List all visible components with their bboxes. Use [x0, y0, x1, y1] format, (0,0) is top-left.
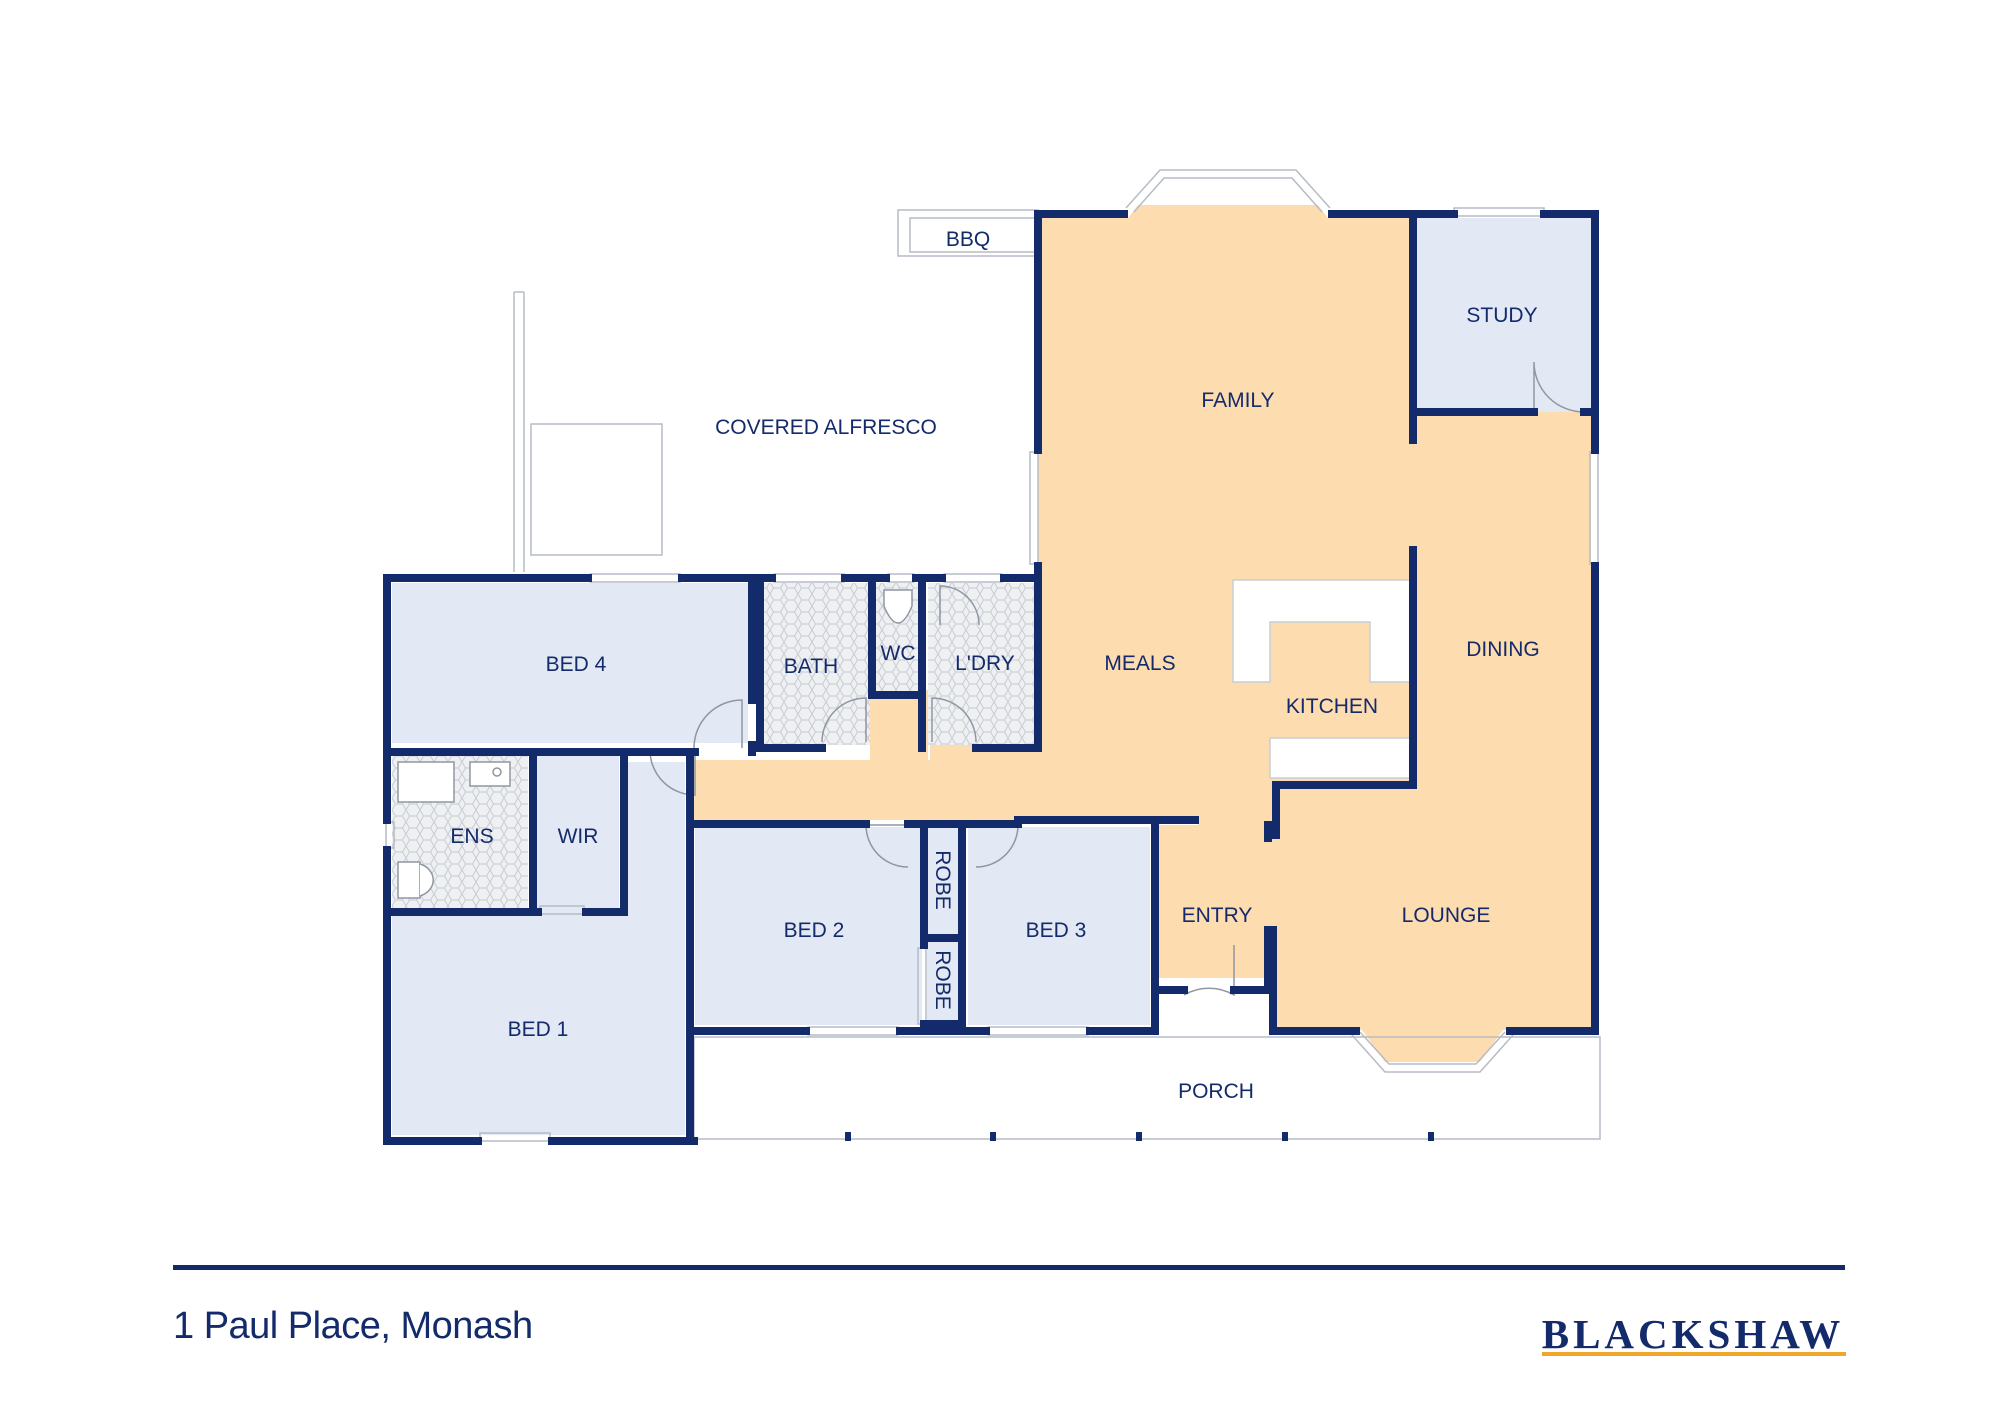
porch-posts — [845, 1132, 1434, 1141]
label-ensuite: ENS — [450, 825, 493, 848]
door-swings — [649, 361, 1585, 997]
label-bath: BATH — [784, 655, 838, 678]
lounge-bay-window — [1351, 1034, 1514, 1073]
label-bed1: BED 1 — [508, 1018, 569, 1041]
label-robe-lower: ROBE — [931, 950, 954, 1010]
label-study: STUDY — [1466, 304, 1537, 327]
walls — [383, 210, 1599, 1145]
label-bed4: BED 4 — [546, 653, 607, 676]
label-robe-upper: ROBE — [931, 850, 954, 910]
bedroom-fills — [392, 218, 1591, 1135]
label-laundry: L'DRY — [955, 652, 1015, 675]
brand-logo: BLACKSHAW — [1541, 1311, 1845, 1357]
label-porch: PORCH — [1178, 1080, 1254, 1103]
label-meals: MEALS — [1104, 652, 1175, 675]
label-entry: ENTRY — [1182, 904, 1253, 927]
fixtures — [397, 589, 913, 899]
footer-divider — [173, 1265, 1845, 1270]
shower-fixture — [397, 761, 455, 803]
label-dining: DINING — [1466, 638, 1540, 661]
kitchen-benches — [1232, 579, 1412, 779]
family-bay-window — [1125, 169, 1331, 209]
pergola-post-area — [530, 423, 663, 556]
wet-area-fills — [392, 583, 1038, 908]
label-wc: WC — [881, 642, 916, 665]
study-fill — [1416, 218, 1591, 412]
bed1-fill — [392, 762, 685, 1135]
room-labels: BBQ COVERED ALFRESCO FAMILY STUDY BED 4 … — [450, 228, 1539, 1103]
robe-fill — [927, 827, 962, 1025]
brand-underline — [1542, 1352, 1846, 1356]
wc-toilet — [883, 589, 913, 624]
label-wir: WIR — [558, 825, 599, 848]
laundry-fill — [928, 583, 1038, 745]
label-family: FAMILY — [1201, 389, 1274, 412]
label-kitchen: KITCHEN — [1286, 695, 1378, 718]
vanity-fixture — [469, 761, 511, 787]
bath-fill — [760, 583, 870, 745]
property-address: 1 Paul Place, Monash — [173, 1305, 533, 1347]
label-bed2: BED 2 — [784, 919, 845, 942]
label-covered-alfresco: COVERED ALFRESCO — [715, 416, 937, 439]
label-lounge: LOUNGE — [1402, 904, 1491, 927]
label-bbq: BBQ — [946, 228, 990, 251]
wir-fill — [533, 755, 619, 908]
bed4-fill — [392, 583, 748, 743]
label-bed3: BED 3 — [1026, 919, 1087, 942]
ens-toilet — [397, 861, 421, 899]
